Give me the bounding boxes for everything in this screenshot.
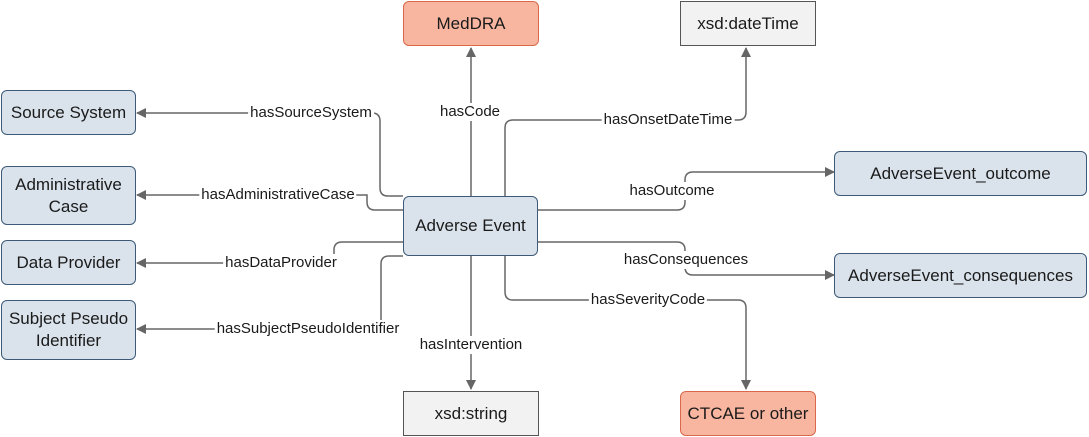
edge-label-has-intervention: hasIntervention	[417, 336, 525, 354]
edge-label-has-code: hasCode	[437, 103, 503, 121]
node-subject-pseudo-identifier: Subject Pseudo Identifier	[1, 300, 136, 360]
edge-label-has-subject-pseudo-identifier: hasSubjectPseudoIdentifier	[214, 320, 402, 338]
edge-label-has-source-system: hasSourceSystem	[248, 104, 374, 122]
edge-label-has-severity-code: hasSeverityCode	[588, 291, 708, 309]
edge-label-has-onset-date-time: hasOnsetDateTime	[601, 111, 735, 129]
edge-label-has-data-provider: hasDataProvider	[223, 254, 339, 272]
edge-has-administrative-case	[136, 190, 403, 211]
edge-label-has-administrative-case: hasAdministrativeCase	[199, 186, 357, 204]
edge-label-has-outcome: hasOutcome	[627, 182, 717, 200]
node-adverse-event-consequences-label: AdverseEvent_consequences	[848, 265, 1073, 285]
node-adverse-event: Adverse Event	[403, 196, 538, 256]
node-meddra: MedDRA	[403, 1, 539, 46]
node-xsd-datetime: xsd:dateTime	[680, 1, 816, 46]
node-source-system: Source System	[1, 90, 136, 135]
node-adverse-event-outcome: AdverseEvent_outcome	[834, 151, 1087, 196]
node-adverse-event-outcome-label: AdverseEvent_outcome	[870, 163, 1051, 183]
node-administrative-case: Administrative Case	[1, 166, 136, 225]
edge-label-has-consequences: hasConsequences	[621, 251, 751, 269]
node-data-provider: Data Provider	[1, 240, 136, 285]
edge-has-severity-code	[504, 256, 751, 390]
node-administrative-case-label: Administrative Case	[15, 174, 122, 216]
node-xsd-datetime-label: xsd:dateTime	[697, 13, 799, 33]
node-source-system-label: Source System	[10, 102, 127, 122]
node-xsd-string-label: xsd:string	[434, 403, 508, 423]
node-data-provider-label: Data Provider	[16, 252, 121, 272]
node-xsd-string: xsd:string	[403, 391, 539, 436]
node-subject-pseudo-identifier-label: Subject Pseudo Identifier	[8, 309, 129, 350]
node-ctcae-label: CTCAE or other	[687, 403, 809, 423]
node-adverse-event-consequences: AdverseEvent_consequences	[834, 253, 1087, 298]
edge-has-source-system	[136, 108, 403, 197]
node-ctcae: CTCAE or other	[680, 391, 816, 436]
node-meddra-label: MedDRA	[436, 13, 506, 33]
node-adverse-event-label: Adverse Event	[415, 216, 526, 235]
